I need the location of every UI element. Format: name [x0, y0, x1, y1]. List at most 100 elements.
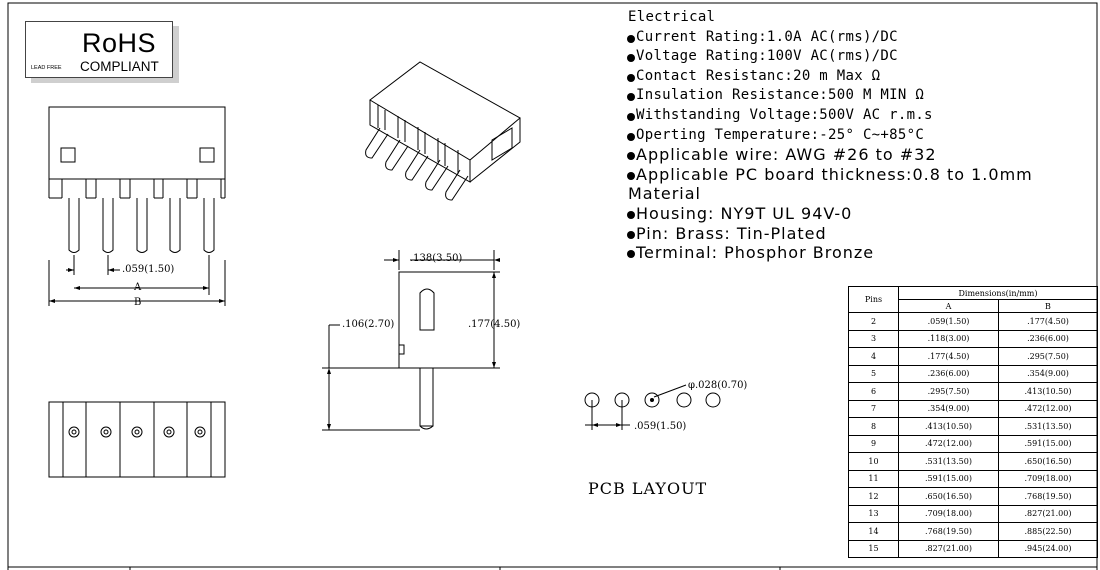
- table-body: 2.059(1.50).177(4.50)3.118(3.00).236(6.0…: [848, 312, 1098, 558]
- electrical-header: Electrical: [628, 9, 716, 25]
- height-right-label: .177(4.50): [468, 319, 521, 330]
- table-cell-a: .650(16.50): [898, 487, 999, 506]
- table-cell-pins: 3: [848, 329, 899, 348]
- spec-line: Applicable wire: AWG #26 to #32: [627, 145, 1088, 165]
- table-cell-a: .768(19.50): [898, 522, 999, 541]
- dimensions-table: Pins Dimensions(in/mm) A B 2.059(1.50).1…: [848, 286, 1098, 558]
- front-view: [48, 106, 226, 306]
- pitch-label: .059(1.50): [122, 264, 175, 275]
- dim-b-label: B: [134, 297, 142, 308]
- table-cell-b: .827(21.00): [998, 504, 1098, 523]
- spec-line: Voltage Rating:100V AC(rms)/DC: [627, 47, 1088, 67]
- table-cell-b: .236(6.00): [998, 329, 1098, 348]
- table-row: 2.059(1.50).177(4.50): [848, 312, 1098, 331]
- table-row: 7.354(9.00).472(12.00): [848, 399, 1098, 418]
- col-b-header: B: [998, 299, 1098, 313]
- side-view: [322, 250, 500, 431]
- table-cell-pins: 5: [848, 364, 899, 383]
- table-cell-a: .827(21.00): [898, 539, 999, 558]
- table-cell-pins: 6: [848, 382, 899, 401]
- pins-header: Pins: [848, 286, 899, 313]
- rohs-title: RoHS: [82, 28, 157, 58]
- latch-window-right: [199, 147, 215, 163]
- table-cell-a: .591(15.00): [898, 469, 999, 488]
- rohs-subtitle: COMPLIANT: [80, 59, 159, 74]
- table-row: 3.118(3.00).236(6.00): [848, 329, 1098, 348]
- bullet-icon: [627, 54, 635, 63]
- table-cell-a: .295(7.50): [898, 382, 999, 401]
- pin-4: [169, 198, 181, 253]
- dims-header: Dimensions(in/mm): [898, 286, 1098, 300]
- table-row: 15.827(21.00).945(24.00): [848, 539, 1098, 558]
- table-cell-a: .059(1.50): [898, 312, 999, 331]
- table-cell-b: .709(18.00): [998, 469, 1098, 488]
- table-cell-a: .472(12.00): [898, 434, 999, 453]
- bullet-icon: [627, 73, 635, 82]
- table-row: 6.295(7.50).413(10.50): [848, 382, 1098, 401]
- table-cell-pins: 8: [848, 417, 899, 436]
- pcb-layout-title: PCB LAYOUT: [588, 479, 708, 498]
- table-row: 11.591(15.00).709(18.00): [848, 469, 1098, 488]
- latch-window-left: [60, 147, 76, 163]
- spec-line: Current Rating:1.0A AC(rms)/DC: [627, 28, 1088, 48]
- table-cell-b: .177(4.50): [998, 312, 1098, 331]
- table-cell-a: .236(6.00): [898, 364, 999, 383]
- table-cell-a: .118(3.00): [898, 329, 999, 348]
- table-cell-a: .709(18.00): [898, 504, 999, 523]
- spec-line: Operting Temperature:-25° C~+85°C: [627, 126, 1088, 146]
- table-cell-b: .768(19.50): [998, 487, 1098, 506]
- table-row: 5.236(6.00).354(9.00): [848, 364, 1098, 383]
- table-cell-a: .531(13.50): [898, 452, 999, 471]
- spec-block: Electrical Current Rating:1.0A AC(rms)/D…: [627, 8, 1088, 263]
- table-row: 9.472(12.00).591(15.00): [848, 434, 1098, 453]
- table-cell-b: .413(10.50): [998, 382, 1098, 401]
- table-cell-pins: 4: [848, 347, 899, 366]
- table-cell-pins: 7: [848, 399, 899, 418]
- table-cell-pins: 15: [848, 539, 899, 558]
- spec-line: Housing: NY9T UL 94V-0: [627, 204, 1088, 224]
- table-row: 12.650(16.50).768(19.50): [848, 487, 1098, 506]
- table-cell-pins: 14: [848, 522, 899, 541]
- bullet-icon: [627, 132, 635, 141]
- pcb-pitch-label: .059(1.50): [634, 421, 687, 432]
- table-row: 4.177(4.50).295(7.50): [848, 347, 1098, 366]
- spec-line: Applicable PC board thickness:0.8 to 1.0…: [627, 165, 1088, 185]
- table-cell-pins: 2: [848, 312, 899, 331]
- height-left-label: .106(2.70): [342, 319, 395, 330]
- pin-3: [136, 198, 148, 253]
- width-label: .138(3.50): [410, 253, 463, 264]
- table-cell-pins: 9: [848, 434, 899, 453]
- lead-free-label: LEAD FREE: [31, 65, 62, 71]
- spec-line: Pin: Brass: Tin-Plated: [627, 224, 1088, 244]
- spec-line: Terminal: Phosphor Bronze: [627, 243, 1088, 263]
- table-cell-pins: 13: [848, 504, 899, 523]
- table-cell-b: .295(7.50): [998, 347, 1098, 366]
- bullet-icon: [627, 152, 635, 161]
- spec-line: Withstanding Voltage:500V AC r.m.s: [627, 106, 1088, 126]
- table-cell-pins: 10: [848, 452, 899, 471]
- bullet-icon: [627, 250, 635, 259]
- pin-1: [68, 198, 80, 253]
- bullet-icon: [627, 230, 635, 239]
- dim-a-label: A: [134, 282, 142, 293]
- bullet-icon: [627, 34, 635, 43]
- material-header: Material: [628, 184, 701, 204]
- table-row: 10.531(13.50).650(16.50): [848, 452, 1098, 471]
- bullet-icon: [627, 93, 635, 102]
- hole-diameter-label: φ.028(0.70): [688, 380, 748, 391]
- table-cell-b: .945(24.00): [998, 539, 1098, 558]
- table-cell-b: .591(15.00): [998, 434, 1098, 453]
- table-cell-b: .885(22.50): [998, 522, 1098, 541]
- spec-line: Contact Resistanc:20 m Max Ω: [627, 67, 1088, 87]
- table-row: 8.413(10.50).531(13.50): [848, 417, 1098, 436]
- table-cell-a: .354(9.00): [898, 399, 999, 418]
- bottom-view: [48, 401, 226, 478]
- col-a-header: A: [898, 299, 999, 313]
- spec-line: Insulation Resistance:500 M MIN Ω: [627, 86, 1088, 106]
- isometric-view: [365, 61, 521, 201]
- table-cell-a: .413(10.50): [898, 417, 999, 436]
- table-cell-a: .177(4.50): [898, 347, 999, 366]
- table-row: 14.768(19.50).885(22.50): [848, 522, 1098, 541]
- bullet-icon: [627, 210, 635, 219]
- table-cell-pins: 12: [848, 487, 899, 506]
